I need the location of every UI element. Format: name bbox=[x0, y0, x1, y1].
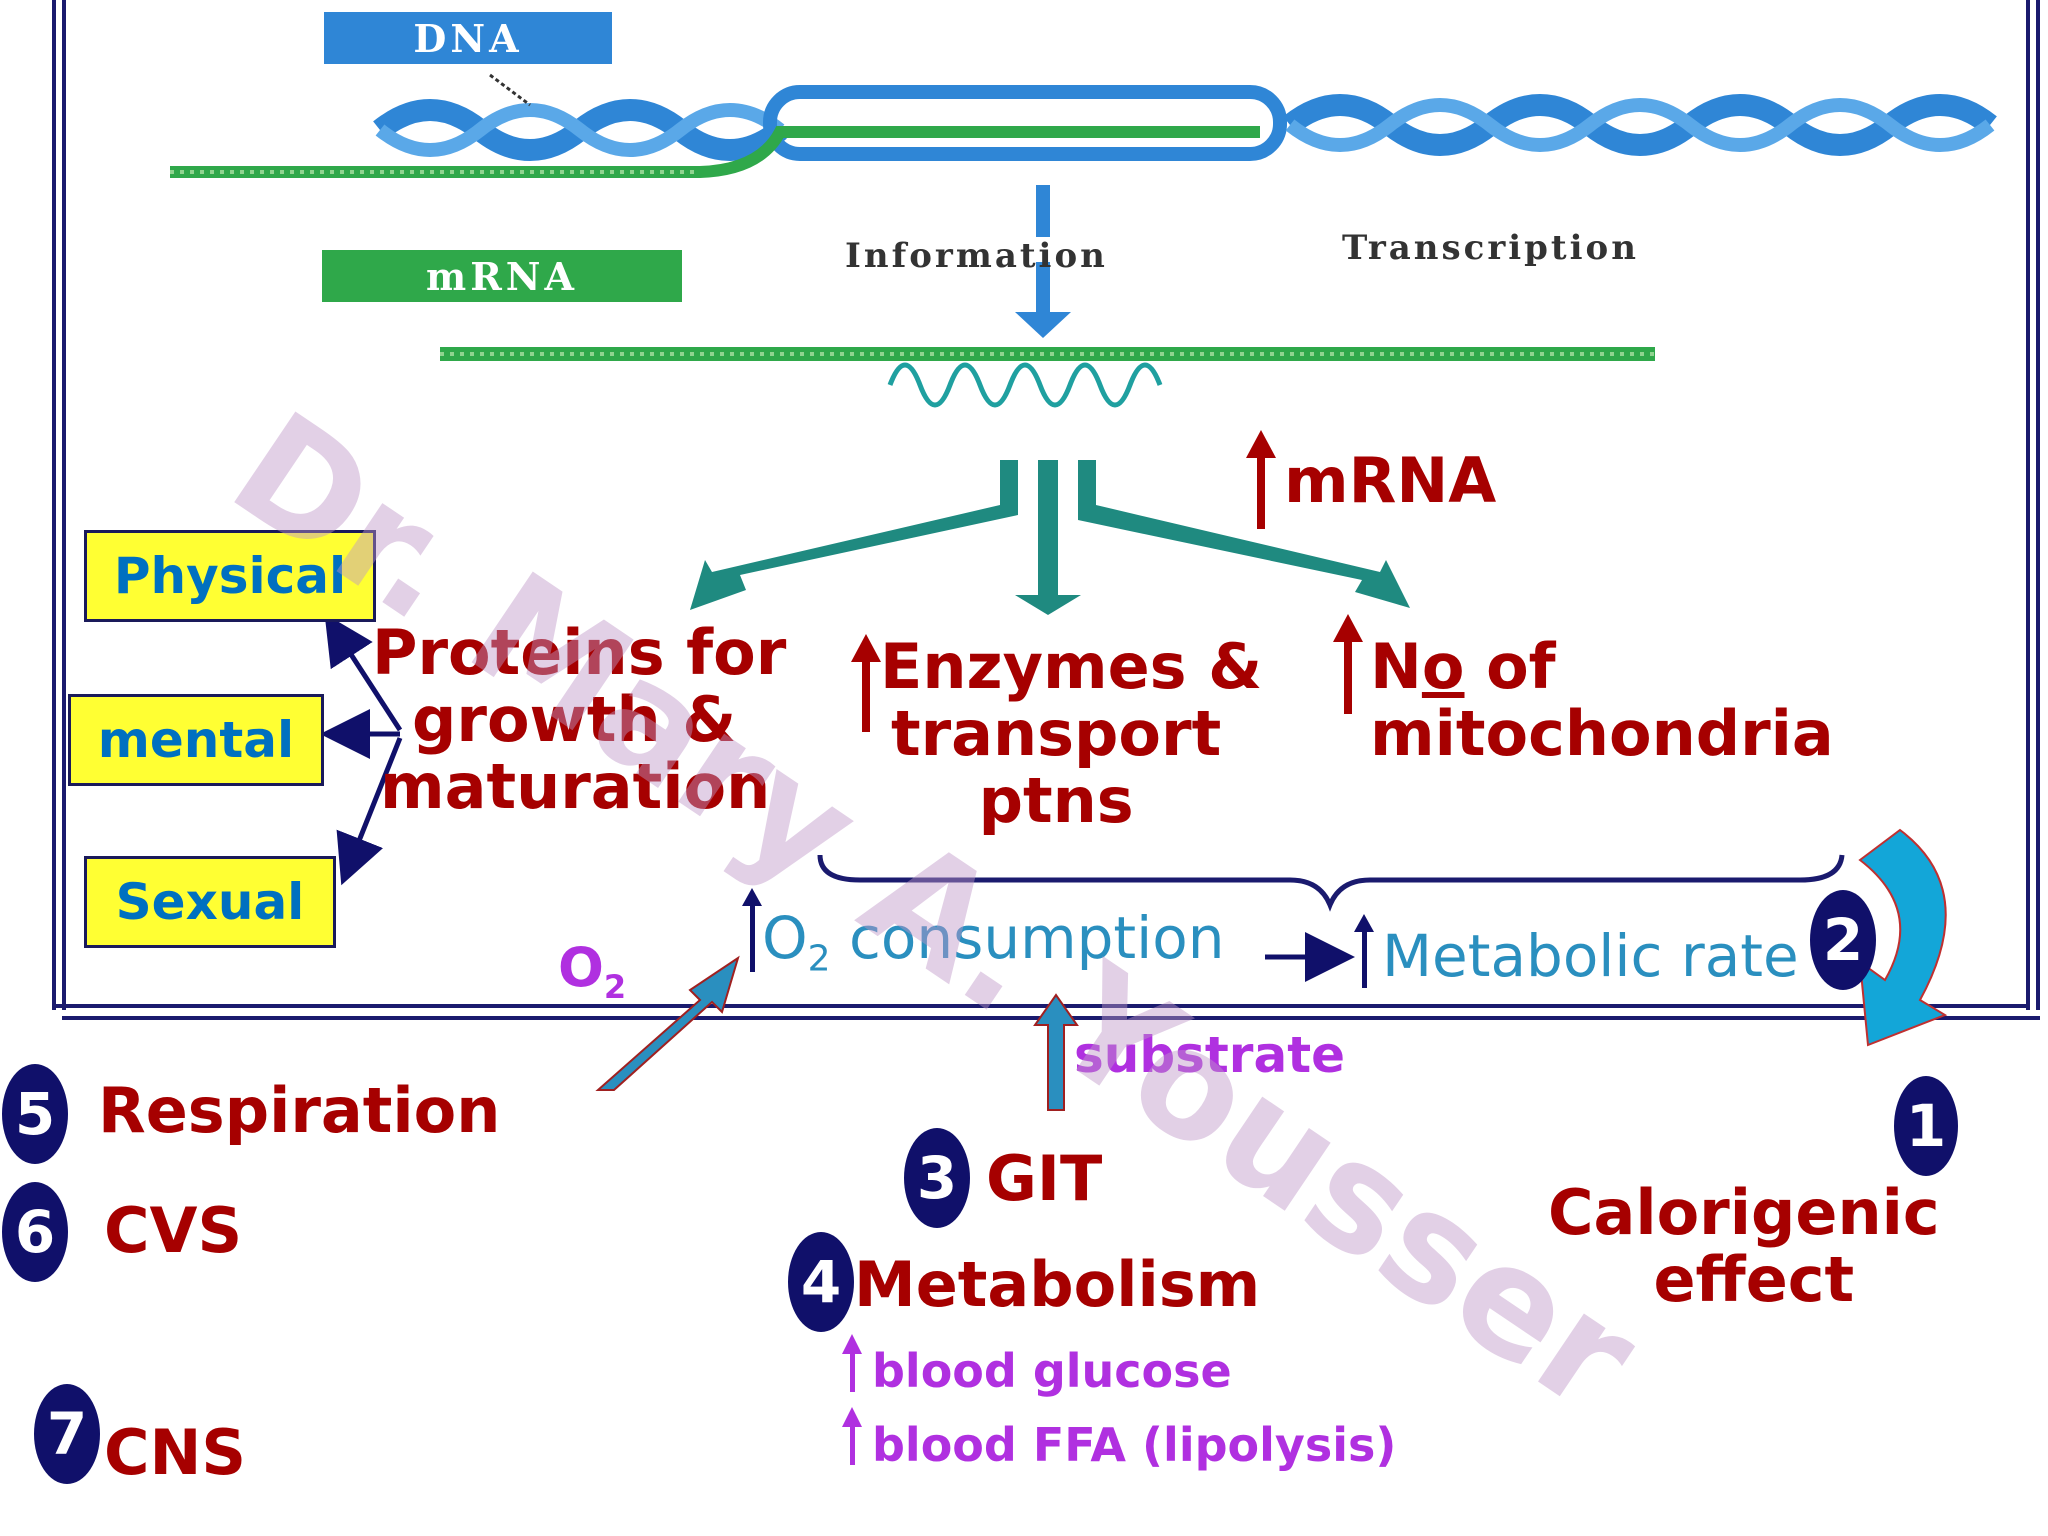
calorigenic-arrow bbox=[1858, 828, 1948, 1047]
o2-label: O2 bbox=[558, 936, 627, 1006]
o2-intake-arrow bbox=[595, 955, 740, 1091]
enzymes-label: Enzymes & transport ptns bbox=[880, 630, 1263, 837]
mitochondria-label: No of mitochondria bbox=[1370, 630, 1834, 770]
information-arrow bbox=[1015, 185, 1071, 338]
mental-box: mental bbox=[68, 694, 324, 786]
frame-left-inner bbox=[62, 0, 66, 1010]
dna-helix bbox=[373, 73, 1997, 161]
mrna-strand bbox=[440, 347, 1655, 361]
effect-badge-1: 1 bbox=[1894, 1076, 1958, 1176]
effect-badge-4: 4 bbox=[788, 1232, 854, 1332]
frame-right-outer bbox=[2026, 0, 2030, 1010]
protein-wave bbox=[887, 362, 1163, 408]
metabolism-label: Metabolism bbox=[854, 1248, 1261, 1321]
git-label: GIT bbox=[986, 1142, 1103, 1215]
information-caption: Information bbox=[845, 236, 1108, 276]
frame-left-outer bbox=[52, 0, 56, 1010]
frame-bottom-outer bbox=[52, 1004, 2030, 1008]
mrna-label: mRNA bbox=[322, 250, 682, 302]
substrate-arrow bbox=[1033, 993, 1079, 1111]
growth-arrows bbox=[320, 613, 403, 886]
physical-box: Physical bbox=[84, 530, 376, 622]
blood-ffa-label: blood FFA (lipolysis) bbox=[872, 1418, 1397, 1472]
effect-badge-6: 6 bbox=[2, 1182, 68, 1282]
mrna-increase-label: mRNA bbox=[1284, 444, 1497, 517]
effect-badge-2: 2 bbox=[1810, 890, 1876, 990]
metabolic-rate-label: Metabolic rate bbox=[1382, 922, 1799, 990]
o2-consumption-label: O2 consumption bbox=[762, 904, 1225, 980]
transcription-caption: Transcription bbox=[1342, 228, 1639, 268]
effect-badge-3: 3 bbox=[904, 1128, 970, 1228]
cns-label: CNS bbox=[104, 1416, 247, 1489]
substrate-label: substrate bbox=[1074, 1026, 1346, 1084]
purple-up-arrows bbox=[842, 1334, 862, 1465]
branch-arrows bbox=[690, 460, 1410, 615]
navy-up-arrows bbox=[742, 888, 1374, 988]
respiration-label: Respiration bbox=[98, 1074, 501, 1147]
red-up-arrows bbox=[851, 430, 1363, 732]
calorigenic-effect-label: Calorigenic effect bbox=[1548, 1176, 1940, 1316]
effect-badge-7: 7 bbox=[34, 1384, 100, 1484]
blood-glucose-label: blood glucose bbox=[872, 1344, 1232, 1398]
dna-label: DNA bbox=[324, 12, 612, 64]
proteins-label: Proteins for growth & maturation bbox=[372, 616, 787, 823]
sexual-box: Sexual bbox=[84, 856, 336, 948]
mrna-strand-top bbox=[170, 126, 1260, 178]
frame-right-inner bbox=[2036, 0, 2040, 1010]
effect-badge-5: 5 bbox=[2, 1064, 68, 1164]
effects-brace bbox=[817, 854, 1845, 912]
cvs-label: CVS bbox=[104, 1194, 243, 1267]
